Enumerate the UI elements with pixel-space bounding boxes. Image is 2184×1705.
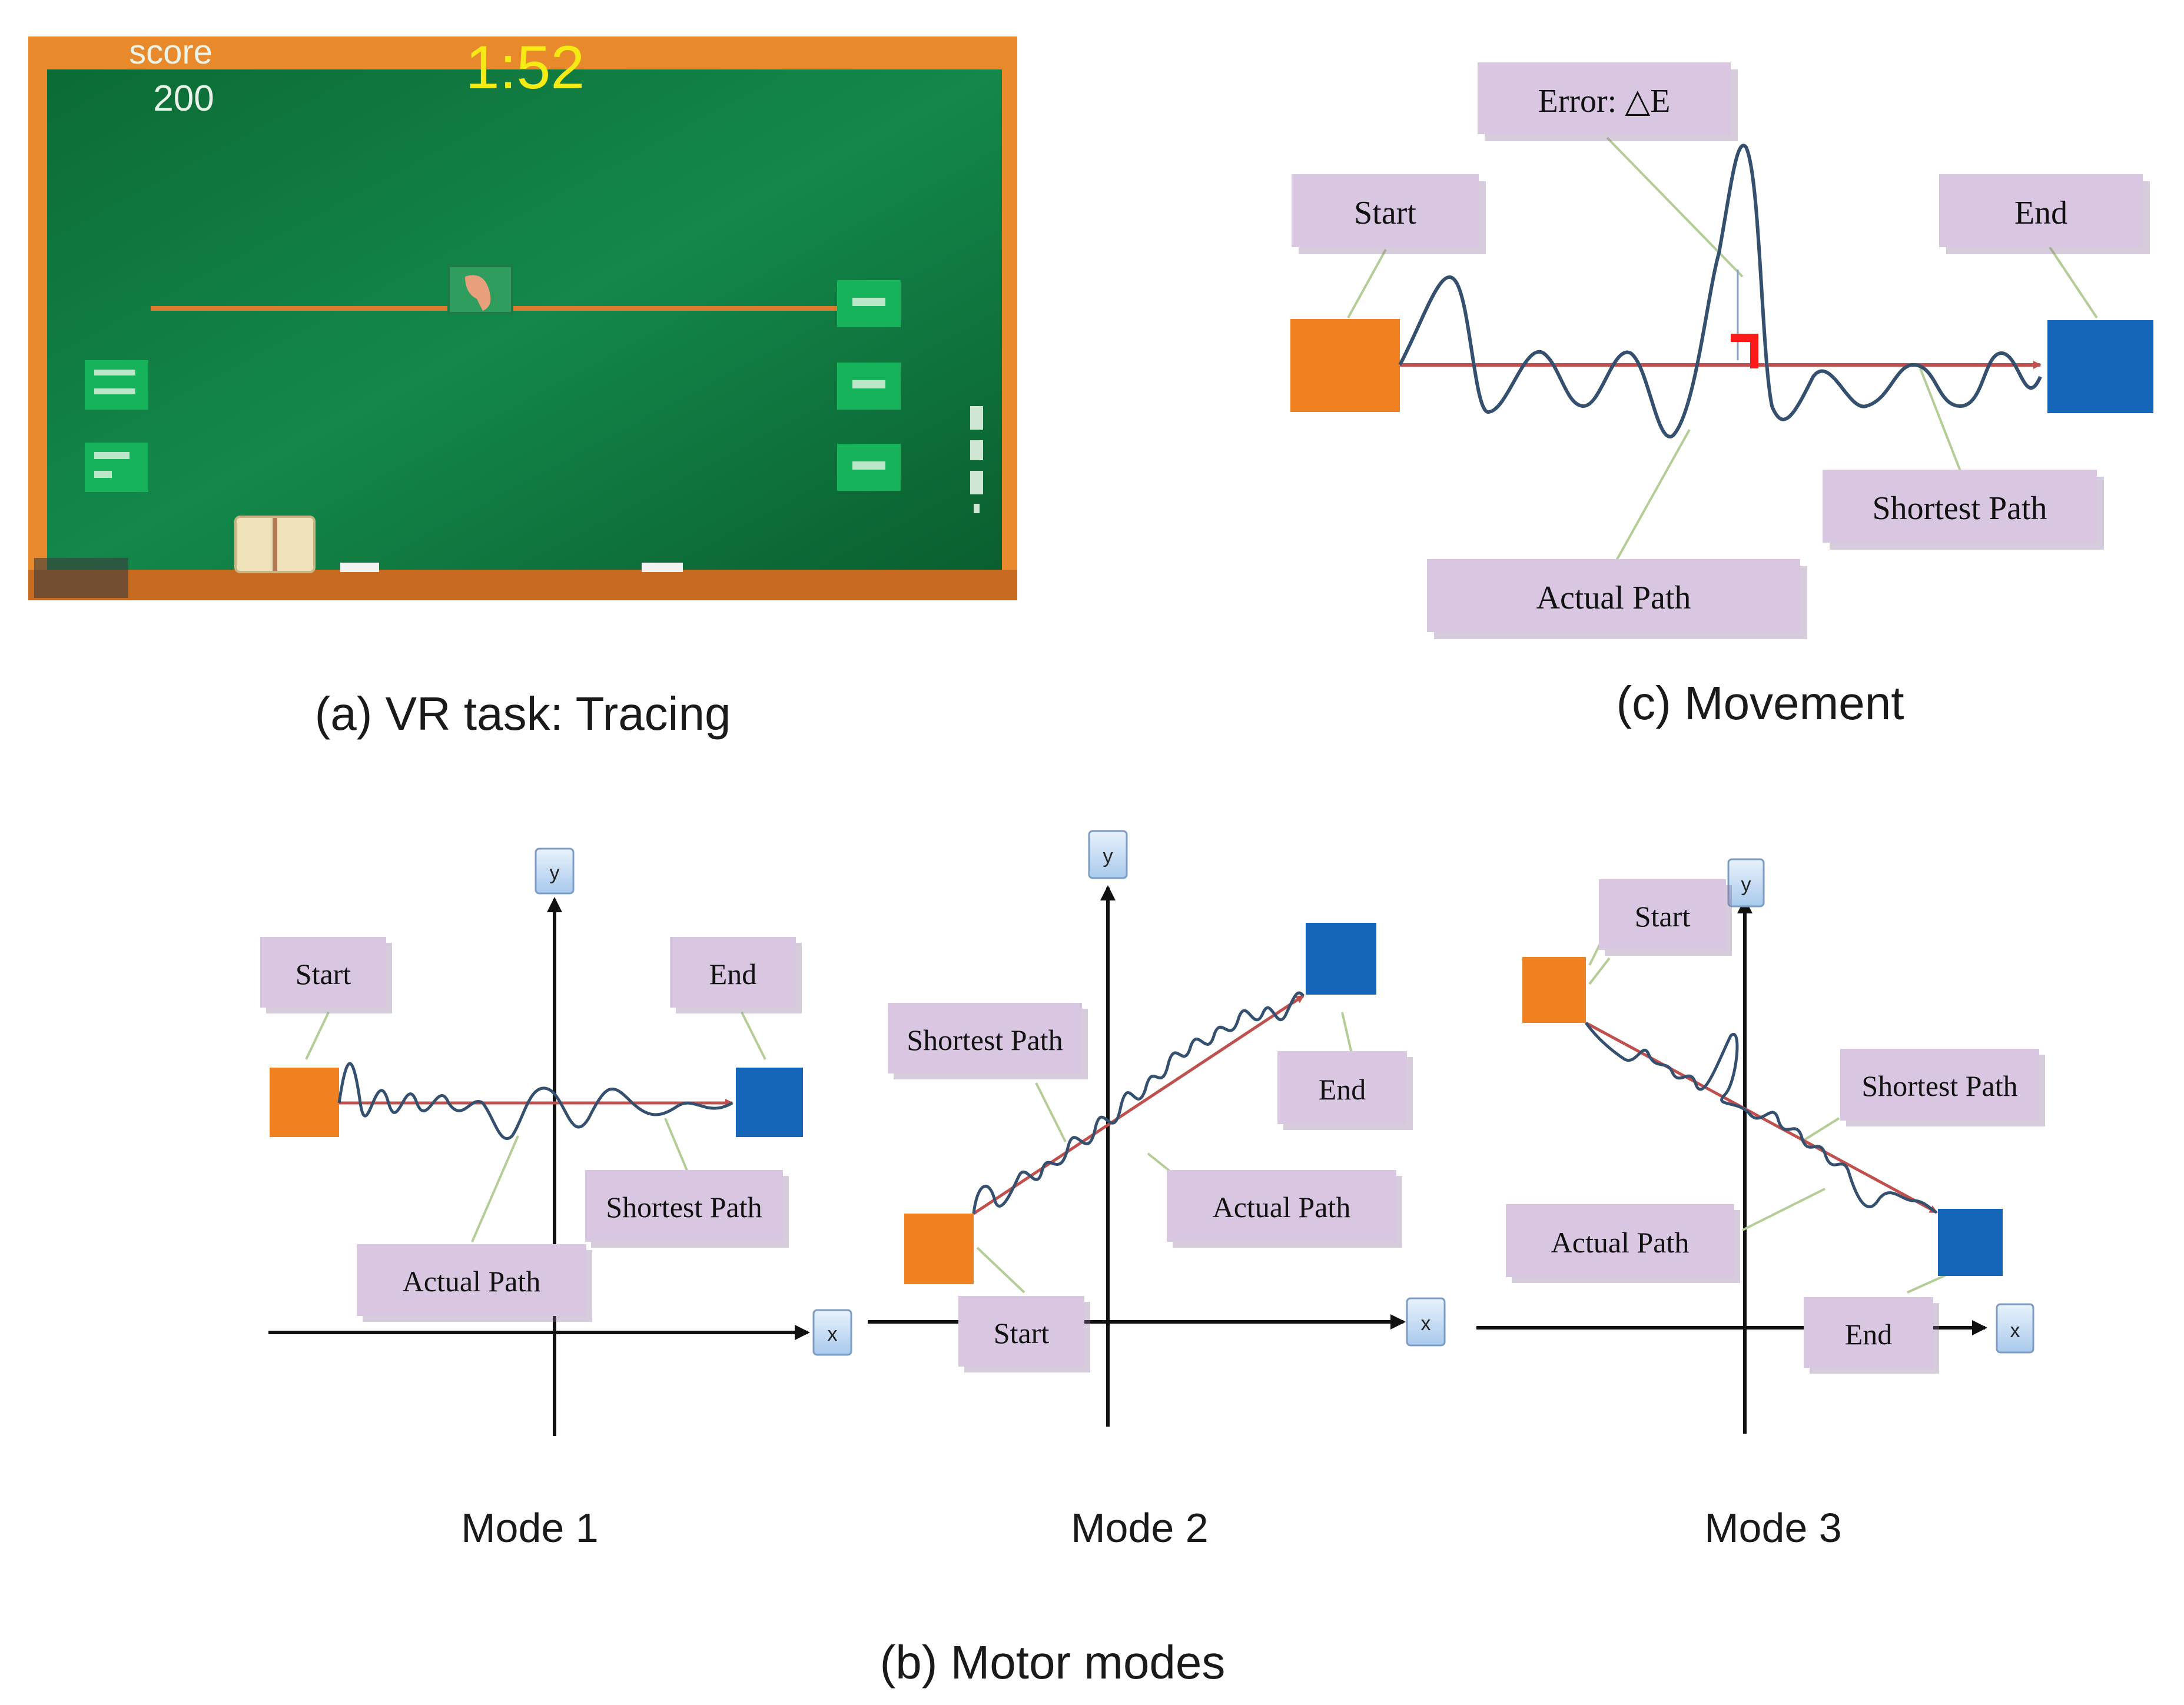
end-square [2047, 320, 2153, 413]
mode3-label-shortest: Shortest Path [1840, 1049, 2045, 1126]
svg-text:Actual Path: Actual Path [1551, 1226, 1690, 1259]
label-end: End [1939, 174, 2150, 254]
svg-text:Shortest Path: Shortest Path [606, 1191, 762, 1224]
mode3-actual-curve [1584, 1022, 1938, 1214]
mode-1-title: Mode 1 [461, 1505, 598, 1551]
svg-text:Actual Path: Actual Path [1213, 1191, 1351, 1224]
caption-vr-task: (a) VR task: Tracing [315, 687, 731, 740]
label-shortest-path: Shortest Path [1823, 470, 2104, 550]
svg-text:y: y [1103, 845, 1113, 868]
mode1-label-actual: Actual Path [357, 1244, 592, 1322]
score-label: score [129, 33, 213, 71]
mode1-actual-curve [337, 1062, 733, 1141]
mode3-y-tag: y [1727, 858, 1765, 908]
side-menu-glyphs [970, 406, 983, 513]
left-button-2[interactable] [85, 443, 148, 492]
caption-movement: (c) Movement [1617, 677, 1904, 729]
mode2-shortest-line [972, 994, 1305, 1215]
mode-3-title: Mode 3 [1704, 1505, 1841, 1551]
svg-text:End: End [1845, 1318, 1893, 1351]
svg-text:End: End [1319, 1073, 1366, 1106]
mode3-end-square [1938, 1209, 2003, 1276]
svg-text:Actual Path: Actual Path [403, 1265, 541, 1298]
actual-path-curve [1398, 144, 2042, 438]
label-start: Start [1292, 174, 1486, 254]
mode1-y-tag: y [535, 847, 575, 895]
svg-text:y: y [1741, 873, 1751, 896]
left-button-1[interactable] [85, 360, 148, 410]
mode2-start-square [904, 1214, 974, 1284]
mode-2-title: Mode 2 [1071, 1505, 1208, 1551]
mode1-end-square [736, 1068, 803, 1137]
vr-task-panel: score 200 1:52 [28, 33, 1017, 600]
caption-motor-modes: (b) Motor modes [880, 1636, 1226, 1689]
svg-text:Shortest Path: Shortest Path [1861, 1069, 2017, 1102]
error-right-angle [1731, 334, 1758, 368]
svg-text:Start: Start [296, 958, 351, 991]
score-value: 200 [153, 78, 214, 119]
hand-icon [465, 275, 491, 311]
svg-text:End: End [2014, 195, 2067, 231]
chalk-ledge [28, 570, 1017, 600]
svg-text:Shortest Path: Shortest Path [1872, 490, 2047, 527]
mode3-label-actual: Actual Path [1506, 1204, 1740, 1283]
svg-text:Actual Path: Actual Path [1536, 580, 1691, 616]
mode3-start-square [1522, 957, 1586, 1023]
mode-3-panel: y x Start Shortest Path [1476, 858, 2045, 1434]
svg-text:x: x [828, 1323, 838, 1345]
mode1-label-shortest: Shortest Path [585, 1170, 789, 1248]
svg-text:End: End [709, 958, 757, 991]
mode1-label-end: End [670, 937, 802, 1013]
svg-text:Start: Start [1635, 900, 1691, 933]
chalk-right [642, 563, 683, 572]
button-glyphs [94, 298, 885, 478]
start-square [1290, 319, 1400, 412]
mode3-x-tag: x [1996, 1303, 2034, 1354]
timer: 1:52 [466, 34, 585, 102]
mode-2-panel: y x Shortest Path End Actual [868, 830, 1446, 1427]
mode-1-panel: y x Start End Shortest Path [260, 847, 852, 1436]
svg-text:Start: Start [1354, 195, 1416, 231]
svg-text:x: x [1421, 1312, 1431, 1335]
mode2-label-start: Start [958, 1296, 1090, 1372]
svg-text:x: x [2010, 1320, 2020, 1342]
svg-text:Start: Start [994, 1317, 1050, 1350]
svg-text:y: y [550, 862, 560, 884]
mode1-start-square [270, 1068, 339, 1137]
mode2-label-end: End [1277, 1051, 1413, 1130]
mode2-y-tag: y [1088, 830, 1128, 879]
mode3-label-start: Start [1599, 879, 1732, 956]
movement-panel: Error: △E Start End Shortest Path Actual… [1290, 62, 2153, 639]
mode1-x-tag: x [812, 1309, 852, 1356]
movement-leader-lines [1347, 137, 2098, 561]
mode2-x-tag: x [1406, 1297, 1446, 1347]
mode1-label-start: Start [260, 937, 392, 1013]
mode2-end-square [1306, 923, 1376, 995]
svg-text:Error: △E: Error: △E [1538, 83, 1671, 119]
label-error: Error: △E [1478, 62, 1738, 141]
status-strip [34, 558, 128, 598]
mode2-actual-curve [972, 991, 1305, 1214]
chalk-left [340, 563, 379, 572]
mode3-label-end: End [1804, 1297, 1939, 1374]
svg-text:Shortest Path: Shortest Path [907, 1023, 1063, 1056]
mode2-label-actual: Actual Path [1167, 1170, 1402, 1248]
label-actual-path: Actual Path [1427, 559, 1807, 639]
mode2-label-shortest: Shortest Path [888, 1003, 1088, 1079]
